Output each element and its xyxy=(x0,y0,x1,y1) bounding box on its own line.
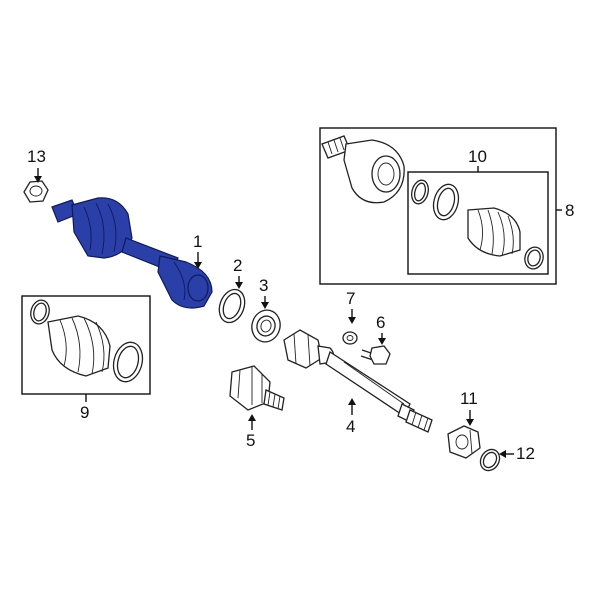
outer-cv-joint[interactable] xyxy=(321,135,405,204)
bolt[interactable] xyxy=(360,345,391,365)
retaining-ring[interactable] xyxy=(477,446,504,474)
axle-nut[interactable] xyxy=(23,180,49,203)
arrowhead-6 xyxy=(378,338,386,345)
inner-boot-kit-parts[interactable] xyxy=(28,298,146,385)
callout-6: 6 xyxy=(376,313,385,332)
callout-4: 4 xyxy=(346,417,355,436)
inner-joint-housing[interactable] xyxy=(229,365,285,411)
snap-ring[interactable] xyxy=(215,286,249,326)
callout-5: 5 xyxy=(246,431,255,450)
arrowhead-3 xyxy=(261,302,269,309)
callout-11: 11 xyxy=(460,389,478,408)
intermediate-shaft[interactable] xyxy=(283,329,433,433)
arrowhead-13 xyxy=(34,176,42,183)
callout-9: 9 xyxy=(80,403,89,422)
boot-kit-parts[interactable] xyxy=(409,178,545,271)
arrowhead-1 xyxy=(194,262,202,269)
arrowhead-12 xyxy=(499,450,506,458)
callout-7: 7 xyxy=(346,289,355,308)
callout-3: 3 xyxy=(259,276,268,295)
arrowhead-4 xyxy=(348,398,356,405)
arrowhead-2 xyxy=(235,282,243,289)
axle-assembly[interactable] xyxy=(51,197,213,309)
seal[interactable] xyxy=(248,307,283,345)
arrowhead-7 xyxy=(348,317,356,324)
washer[interactable] xyxy=(342,331,358,345)
callout-2: 2 xyxy=(233,256,242,275)
callout-12: 12 xyxy=(516,444,535,463)
bearing[interactable] xyxy=(447,425,481,459)
arrowhead-11 xyxy=(466,419,474,426)
outer-joint-kit-box xyxy=(319,127,557,285)
callout-13: 13 xyxy=(27,147,46,166)
callout-10: 10 xyxy=(468,147,487,166)
arrowhead-5 xyxy=(248,414,256,421)
callout-8: 8 xyxy=(565,201,574,220)
callout-1: 1 xyxy=(193,232,202,251)
